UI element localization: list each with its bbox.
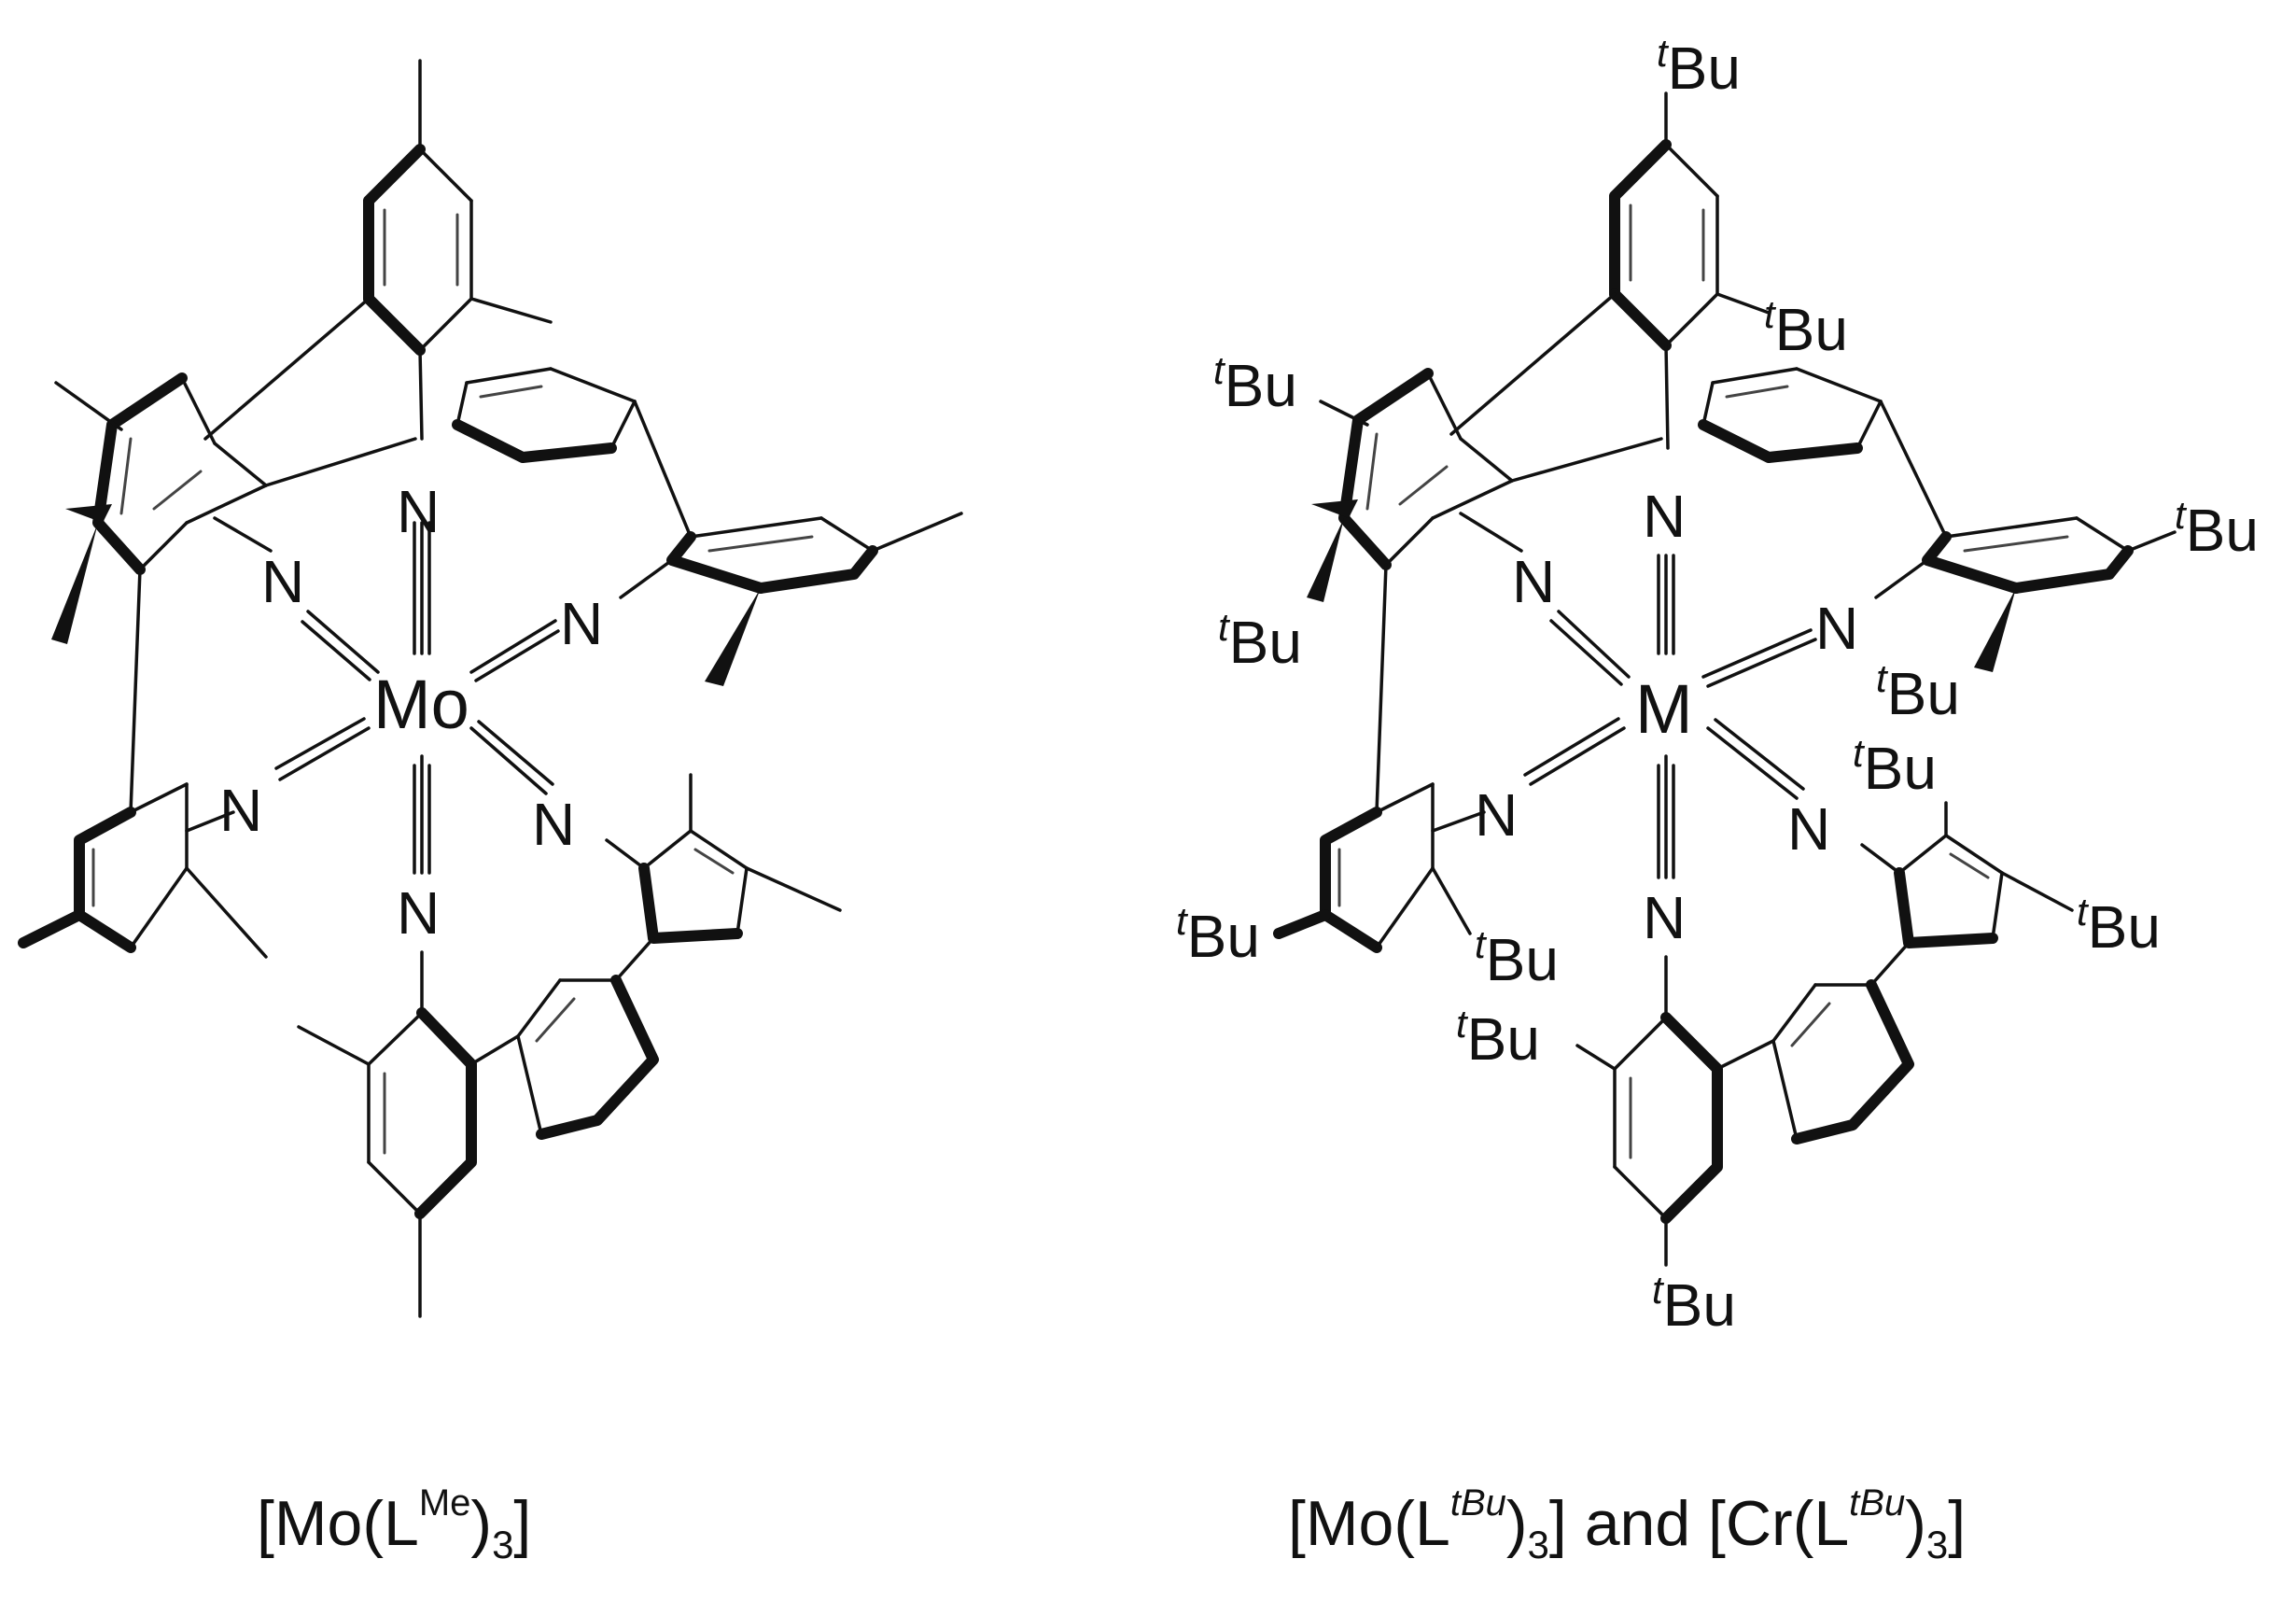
n-label-bottom: N [397, 879, 440, 947]
tbu-base: Bu [1887, 660, 1960, 727]
tbu-label-right-lower-ring-side: tBu [2077, 890, 2161, 961]
right-caption-joiner: and [1567, 1488, 1708, 1559]
right-caption-1-close: ) [1506, 1488, 1528, 1559]
n-label-lower-left: N [219, 777, 262, 844]
left-upper-ring-right [1307, 368, 1663, 814]
right-caption-2-close: ) [1905, 1488, 1926, 1559]
right-upper-ring-right [1698, 367, 2177, 672]
lower-right-ring [516, 773, 842, 1140]
n-label-lower-left-right: N [1475, 781, 1518, 849]
mo-lme3-structure: Mo N N N N N N [Mo(LMe)3] [18, 59, 963, 1566]
n-label-upper-right: N [560, 590, 603, 657]
lower-right-ring-right [1771, 801, 2074, 1145]
tbu-base: Bu [1467, 1005, 1540, 1073]
left-caption-sup: Me [419, 1482, 471, 1524]
tbu-sup: t [1176, 899, 1189, 943]
left-caption-open: [Mo(L [257, 1488, 419, 1559]
tbu-sup: t [1876, 656, 1889, 700]
right-caption-1-end: ] [1549, 1488, 1567, 1559]
tbu-sup: t [1456, 1002, 1469, 1046]
tbu-base: Bu [1775, 296, 1848, 363]
top-aryl-ring [203, 59, 553, 441]
right-caption-1-sub: 3 [1528, 1523, 1549, 1566]
tbu-sup: t [1853, 731, 1866, 775]
tbu-base: Bu [1229, 609, 1302, 676]
tbu-sup: t [1657, 31, 1670, 75]
left-caption: [Mo(LMe)3] [257, 1482, 531, 1566]
n-label-top: N [397, 478, 440, 545]
tbu-label-top-ring-right: tBu [1764, 292, 1848, 363]
left-caption-close: ) [470, 1488, 492, 1559]
lower-left-ring-right [1273, 782, 1486, 953]
tbu-base: Bu [1864, 735, 1937, 802]
tbu-base: Bu [2088, 893, 2161, 961]
left-upper-ring [51, 372, 417, 814]
tbu-base: Bu [1663, 1271, 1736, 1339]
tbu-base: Bu [1668, 35, 1741, 102]
tbu-sup: t [1475, 922, 1488, 966]
left-caption-end: ] [513, 1488, 531, 1559]
tbu-base: Bu [1225, 352, 1297, 419]
tbu-base: Bu [2186, 497, 2259, 564]
tbu-label-right-wedge: tBu [1876, 656, 1960, 727]
tbu-label-left-mid: tBu [1218, 605, 1302, 676]
right-caption-2-end: ] [1948, 1488, 1966, 1559]
tbu-label-lower-left-ring-side: tBu [1176, 899, 1260, 970]
n-label-upper-left-right: N [1512, 548, 1555, 615]
right-upper-ring [452, 367, 963, 686]
tbu-base: Bu [1187, 903, 1260, 970]
metal-coordination-bonds-right [1523, 554, 1817, 879]
tbu-label-far-right: tBu [2175, 493, 2259, 564]
n-label-bottom-right: N [1643, 884, 1686, 951]
bottom-ring-right [1575, 955, 1775, 1267]
tbu-label-lower-left-ring-bottom: tBu [1475, 922, 1559, 993]
n-label-lower-right: N [532, 791, 575, 858]
tbu-label-top: tBu [1657, 31, 1741, 102]
right-caption: [Mo(LtBu)3] and [Cr(LtBu)3] [1288, 1482, 1966, 1566]
tbu-sup: t [2175, 493, 2188, 537]
lower-left-ring [18, 782, 268, 959]
tbu-label-right-lower-ring-top: tBu [1853, 731, 1937, 802]
tbu-sup: t [2077, 890, 2090, 934]
n-label-top-right: N [1643, 483, 1686, 550]
right-caption-2-sub: 3 [1926, 1523, 1948, 1566]
tbu-sup: t [1213, 348, 1226, 392]
tbu-base: Bu [1486, 926, 1559, 993]
left-caption-sub: 3 [492, 1523, 513, 1566]
m-ltbu3-structure: M N N N N N N tBu tBu tBu tBu tBu tBu tB… [1176, 31, 2259, 1566]
right-caption-1-sup: tBu [1450, 1482, 1506, 1524]
n-label-upper-right-right: N [1815, 595, 1858, 662]
right-caption-2-open: [Cr(L [1708, 1488, 1849, 1559]
tbu-label-upper-left: tBu [1213, 348, 1297, 419]
tbu-sup: t [1764, 292, 1777, 336]
tbu-sup: t [1218, 605, 1231, 649]
right-caption-2-sup: tBu [1849, 1482, 1905, 1524]
metal-label: Mo [373, 666, 469, 743]
top-aryl-ring-right [1449, 91, 1771, 450]
n-label-lower-right-right: N [1787, 795, 1830, 863]
tbu-sup: t [1652, 1268, 1665, 1312]
bottom-ring [297, 950, 520, 1318]
right-caption-1-open: [Mo(L [1288, 1488, 1450, 1559]
metal-coordination-bonds [274, 521, 560, 875]
metal-label-right: M [1635, 670, 1693, 748]
n-label-upper-left: N [261, 548, 304, 615]
tbu-label-bottom: tBu [1652, 1268, 1736, 1339]
tbu-label-bottom-ring-side: tBu [1456, 1002, 1540, 1073]
